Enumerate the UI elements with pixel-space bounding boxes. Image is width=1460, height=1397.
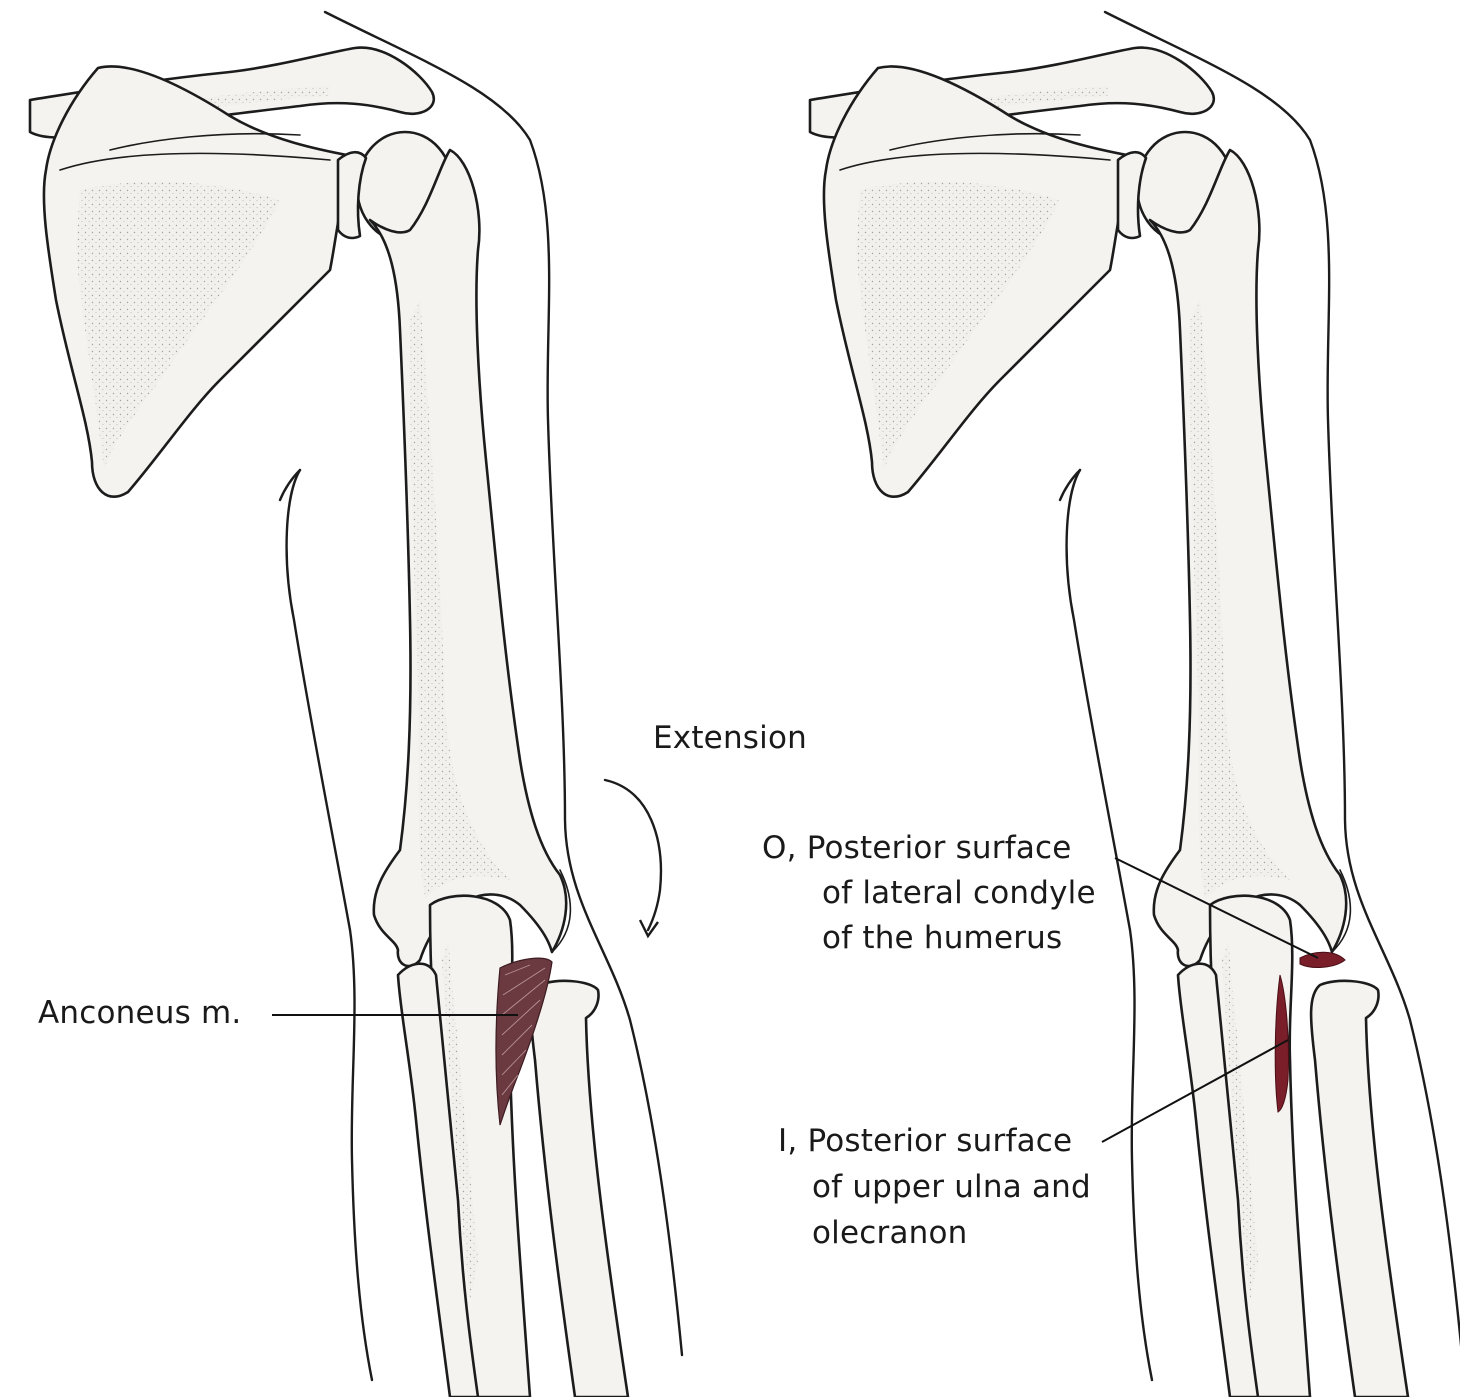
anconeus-label: Anconeus m. (38, 990, 242, 1036)
extension-arrow (605, 780, 661, 930)
origin-label-line-1: O, Posterior surface (762, 825, 1072, 871)
insertion-label-line-3: olecranon (812, 1210, 968, 1256)
extension-label: Extension (653, 715, 807, 761)
origin-attachment (1300, 952, 1345, 967)
insertion-label-line-2: of upper ulna and (812, 1164, 1091, 1210)
insertion-label-line-1: I, Posterior surface (778, 1118, 1072, 1164)
left-arm-figure (30, 12, 682, 1397)
origin-label-line-2: of lateral condyle (822, 870, 1096, 916)
origin-label-line-3: of the humerus (822, 915, 1062, 961)
